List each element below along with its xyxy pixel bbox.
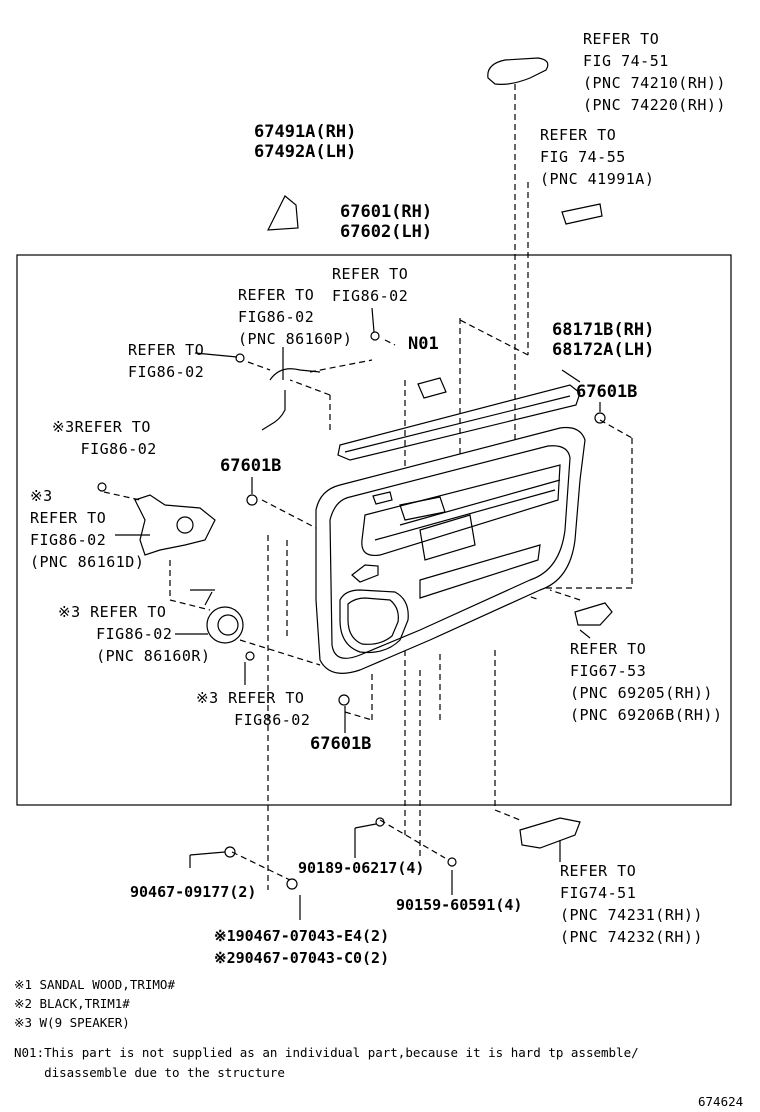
part-90159: 90159-60591(4) (396, 896, 523, 914)
part-90189: 90189-06217(4) (298, 859, 425, 877)
part-67601: 67601(RH) 67602(LH) (340, 202, 433, 242)
ref-fig7455: REFER TO FIG 74-55 (PNC 41991A) (540, 126, 655, 188)
figure-id: 674624 (698, 1094, 744, 1109)
upper-trim-strip (337, 384, 581, 461)
part-68171b: 68171B(RH) 68172A(LH) (552, 320, 655, 360)
note-2: ※2 BLACK,TRIM1# (14, 996, 130, 1011)
speaker (206, 606, 244, 644)
ornament-strip (561, 203, 603, 225)
ref-fig8602-c: REFER TO FIG86-02 (128, 341, 205, 381)
door-trim-panel (315, 426, 586, 674)
part-67601b-left: 67601B (220, 456, 282, 476)
note-1: ※1 SANDAL WOOD,TRIMO# (14, 977, 175, 992)
ref-fig8602-a: REFER TO FIG86-02 (332, 265, 409, 305)
note-n01: N01:This part is not supplied as an indi… (14, 1045, 639, 1080)
part-67601b-bottom: 67601B (310, 734, 372, 754)
triangle-cover (266, 195, 299, 231)
wire-harness (261, 368, 321, 431)
part-67491a: 67491A(RH) 67492A(LH) (254, 122, 357, 162)
speaker-bracket (134, 494, 216, 556)
ref-fig6753: REFER TO FIG67-53 (PNC 69205(RH)) (PNC 6… (570, 640, 723, 724)
part-90467: 90467-09177(2) (130, 883, 257, 901)
armrest-cover-top (487, 57, 549, 85)
part-67601b-right: 67601B (576, 382, 638, 402)
ref-fig8602-e: ※3 REFER TO FIG86-02 (PNC 86161D) (30, 487, 145, 571)
part-90467-variants: ※190467-07043-E4(2) ※290467-07043-C0(2) (214, 927, 390, 967)
assembly-frame (16, 254, 732, 806)
ref-fig8602-f: ※3 REFER TO FIG86-02 (PNC 86160R) (58, 603, 211, 665)
part-n01: N01 (408, 334, 439, 354)
fasteners (97, 331, 606, 890)
ref-fig7451-top: REFER TO FIG 74-51 (PNC 74210(RH)) (PNC … (583, 30, 726, 114)
window-switch (519, 817, 581, 849)
ref-fig8602-g: ※3 REFER TO FIG86-02 (196, 689, 311, 729)
ref-fig8602-d: ※3REFER TO FIG86-02 (52, 418, 157, 458)
n01-pad (417, 377, 447, 399)
note-3: ※3 W(9 SPEAKER) (14, 1015, 130, 1030)
switch-bezel (574, 602, 613, 626)
ref-fig8602-b: REFER TO FIG86-02 (PNC 86160P) (238, 286, 353, 348)
ref-fig7451-bottom: REFER TO FIG74-51 (PNC 74231(RH)) (PNC 7… (560, 862, 703, 946)
